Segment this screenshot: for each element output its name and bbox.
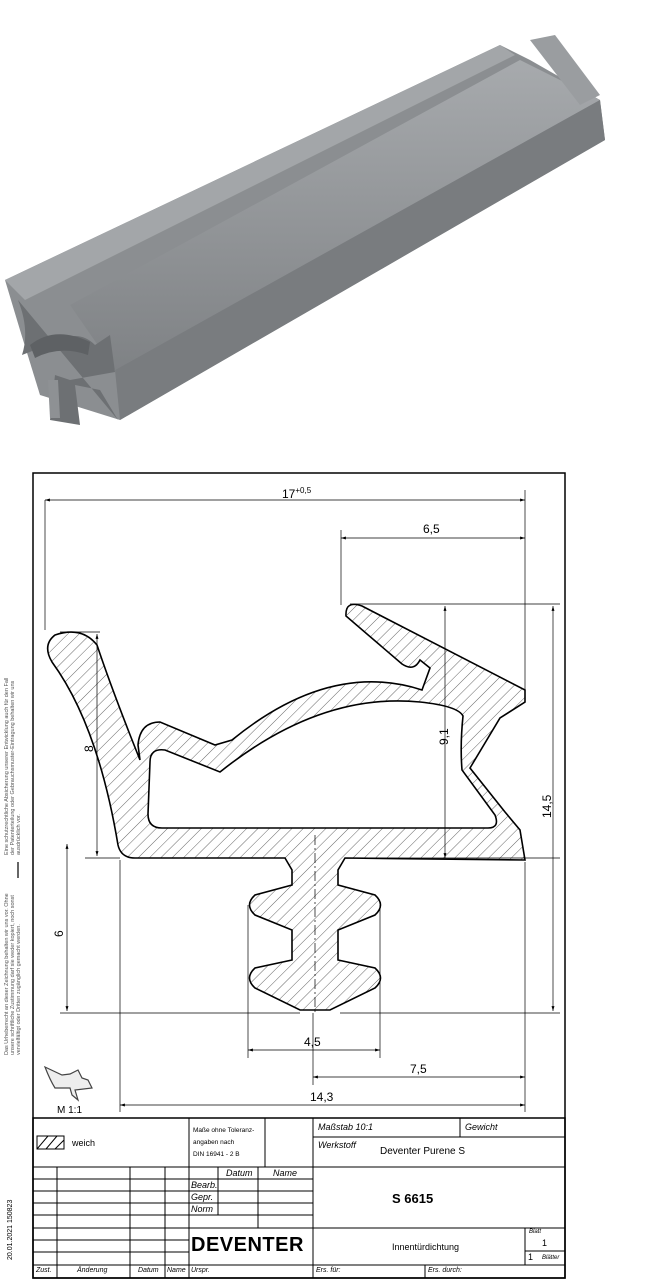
dim-overall-width: 17+0,5 — [282, 486, 311, 501]
rev-date-header: Datum — [138, 1267, 159, 1274]
norm-label: Norm — [191, 1204, 213, 1214]
tolerance-note: Maße ohne Toleranz- angaben nach DIN 169… — [193, 1125, 254, 1161]
dim-arm-width: 6,5 — [423, 522, 440, 536]
sheets-label: Blätter — [542, 1255, 560, 1261]
material-value: Deventer Purene S — [380, 1146, 466, 1157]
sheet-number: 1 — [542, 1238, 548, 1248]
dim-total-height: 14,5 — [540, 794, 554, 818]
rev-zust-header: Zust. — [36, 1267, 52, 1274]
sheets-total: 1 — [528, 1252, 534, 1262]
dim-stem-height: 6 — [52, 930, 66, 937]
seal-profile — [46, 603, 526, 1011]
company-logo: DEVENTER — [191, 1234, 304, 1256]
dim-stem-offset: 7,5 — [410, 1062, 427, 1076]
rev-change-header: Änderung — [77, 1267, 108, 1274]
dim-value: 17 — [282, 487, 296, 501]
material-legend-label: weich — [72, 1138, 96, 1148]
origin-label: Urspr. — [191, 1267, 210, 1274]
thumbnail-profile-icon — [43, 1065, 93, 1102]
dim-arm-height: 9,1 — [437, 728, 451, 745]
date-header: Datum — [226, 1168, 253, 1178]
product-render — [5, 35, 605, 425]
rev-name-header: Name — [167, 1267, 186, 1274]
dim-base-width: 14,3 — [310, 1090, 334, 1104]
weight-label: Gewicht — [465, 1122, 498, 1132]
tolerance-note-line: Maße ohne Toleranz- — [193, 1127, 255, 1134]
part-description: Innentürdichtung — [392, 1242, 460, 1252]
sheet-label: Blatt — [529, 1229, 542, 1235]
copyright-note: Das Urheberrecht an dieser Zeichnung beh… — [4, 893, 22, 1055]
replaces-label: Ers. für: — [316, 1267, 341, 1274]
dim-lip-height: 8 — [82, 745, 96, 752]
scale-field: Maßstab 10:1 — [318, 1122, 374, 1132]
part-number: S 6615 — [392, 1191, 434, 1206]
thumbnail-scale: M 1:1 — [57, 1105, 83, 1116]
document-id: 20.01.2021 150823 — [7, 1199, 14, 1260]
tolerance-note-line: DIN 16941 - 2 B — [193, 1151, 240, 1158]
dimension-lines — [44, 490, 560, 1112]
patent-note: Eine schutzrechtliche Absicherung unsere… — [4, 677, 22, 855]
gepr-label: Gepr. — [191, 1192, 214, 1202]
bearb-label: Bearb. — [191, 1180, 218, 1190]
name-header: Name — [273, 1168, 298, 1178]
dim-stem-width: 4,5 — [304, 1035, 321, 1049]
replaced-by-label: Ers. durch: — [428, 1267, 462, 1274]
dim-tolerance: +0,5 — [295, 486, 312, 495]
tolerance-note-line: angaben nach — [193, 1139, 235, 1146]
material-label: Werkstoff — [318, 1140, 356, 1150]
